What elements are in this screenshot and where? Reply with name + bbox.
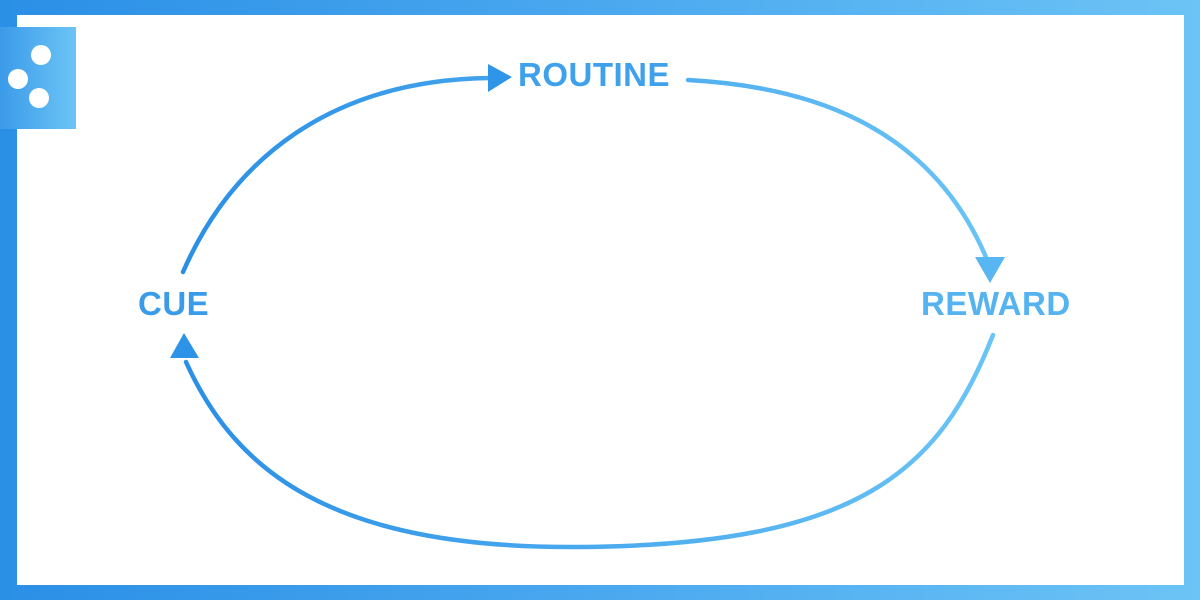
arrowhead-cue-icon (170, 333, 199, 358)
logo-badge (0, 27, 76, 129)
diagram-canvas (17, 15, 1184, 585)
logo-dot-top-icon (31, 45, 51, 65)
arrowhead-routine-icon (488, 64, 512, 92)
logo-dot-left-icon (8, 69, 28, 89)
node-routine-label: ROUTINE (518, 56, 670, 93)
arrow-reward-to-cue (183, 332, 996, 550)
node-reward-label: REWARD (921, 285, 1071, 322)
arrow-cue-to-routine (180, 75, 493, 275)
logo-dot-bottom-icon (29, 88, 49, 108)
arrow-routine-to-reward (685, 77, 991, 265)
node-cue-label: CUE (138, 285, 210, 322)
arrowhead-reward-icon (975, 257, 1005, 283)
